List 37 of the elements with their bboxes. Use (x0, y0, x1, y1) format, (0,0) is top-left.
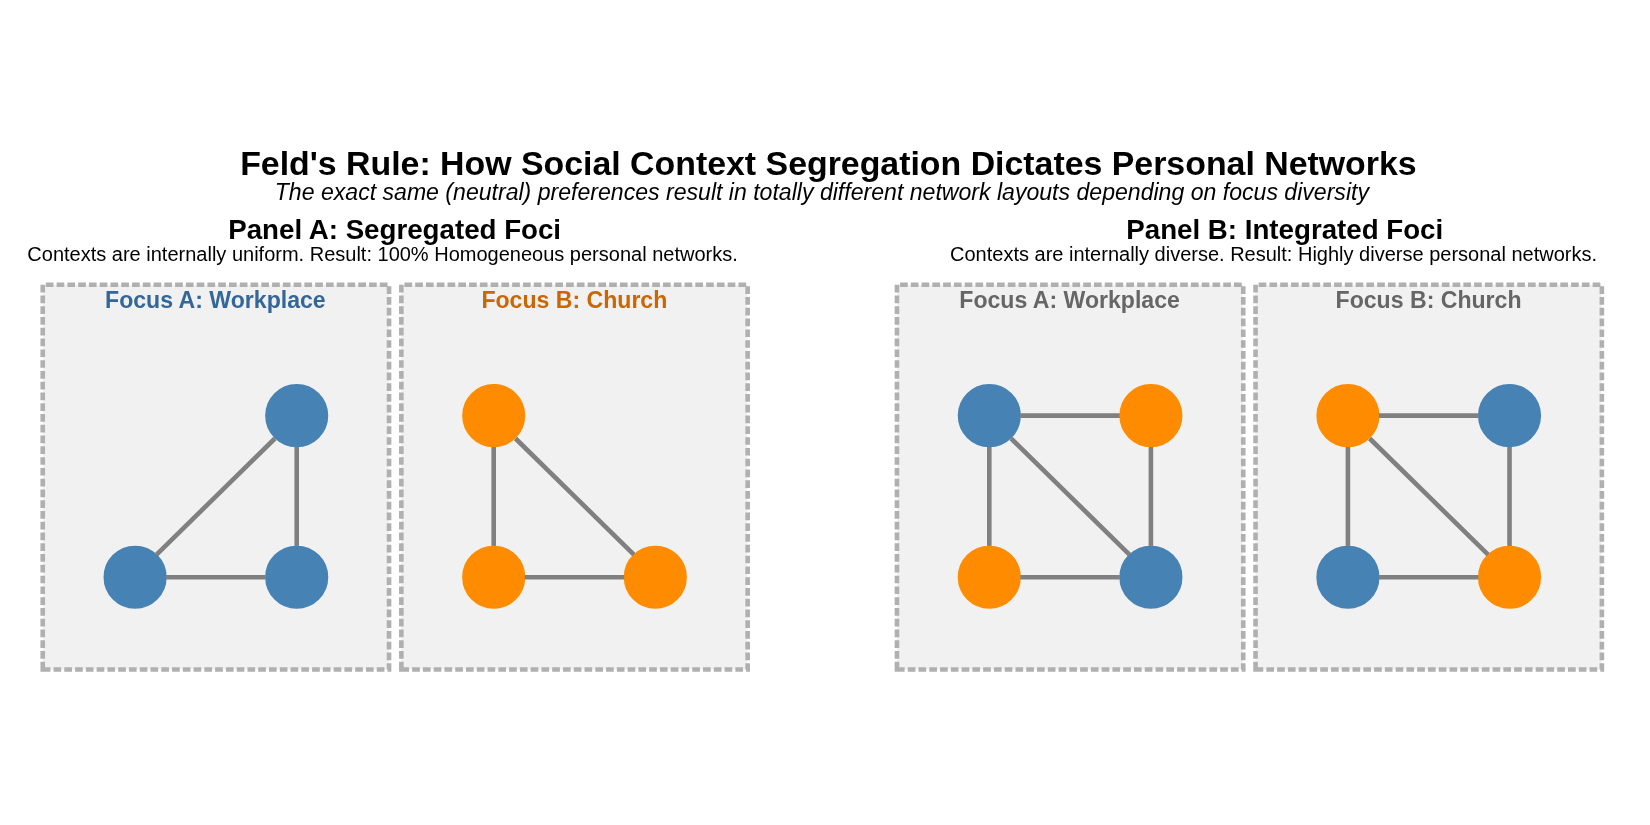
cluster: Focus A: Workplace (40, 282, 392, 672)
connector (987, 446, 992, 546)
diagram-title: Feld's Rule: How Social Context Segregation Dictates Personal Networks (240, 143, 1417, 182)
connector (1148, 446, 1154, 546)
label: Panel A: Segregated Foci (228, 214, 562, 246)
node-circle (1477, 545, 1542, 609)
cluster: Focus B: Church (399, 282, 750, 672)
label: Panel B: Integrated Foci (1126, 214, 1444, 246)
connector (524, 574, 625, 580)
connector (1378, 574, 1479, 580)
node-circle (1119, 545, 1183, 609)
node-circle (462, 384, 526, 448)
node-circle (265, 545, 329, 609)
node-circle (103, 545, 167, 609)
cluster: Focus B: Church (1253, 282, 1605, 672)
node-circle (1477, 384, 1542, 448)
connector (513, 436, 636, 557)
node-circle (1316, 384, 1380, 448)
connector (1020, 413, 1120, 418)
connector (1368, 436, 1490, 557)
cluster: Focus A: Workplace (894, 282, 1246, 672)
connector (154, 436, 277, 557)
connector (166, 574, 266, 580)
connector (1345, 446, 1351, 546)
node-circle (1316, 545, 1380, 609)
connector (491, 446, 496, 546)
node-circle (462, 545, 526, 609)
node-circle (957, 545, 1021, 609)
node-circle (265, 384, 329, 448)
node-circle (1119, 384, 1183, 448)
connector (294, 446, 299, 546)
connector (1378, 413, 1479, 418)
connector (1020, 574, 1120, 580)
connector (1009, 436, 1132, 557)
node-circle (957, 384, 1021, 448)
connector (1507, 446, 1512, 546)
node-circle (623, 545, 687, 609)
